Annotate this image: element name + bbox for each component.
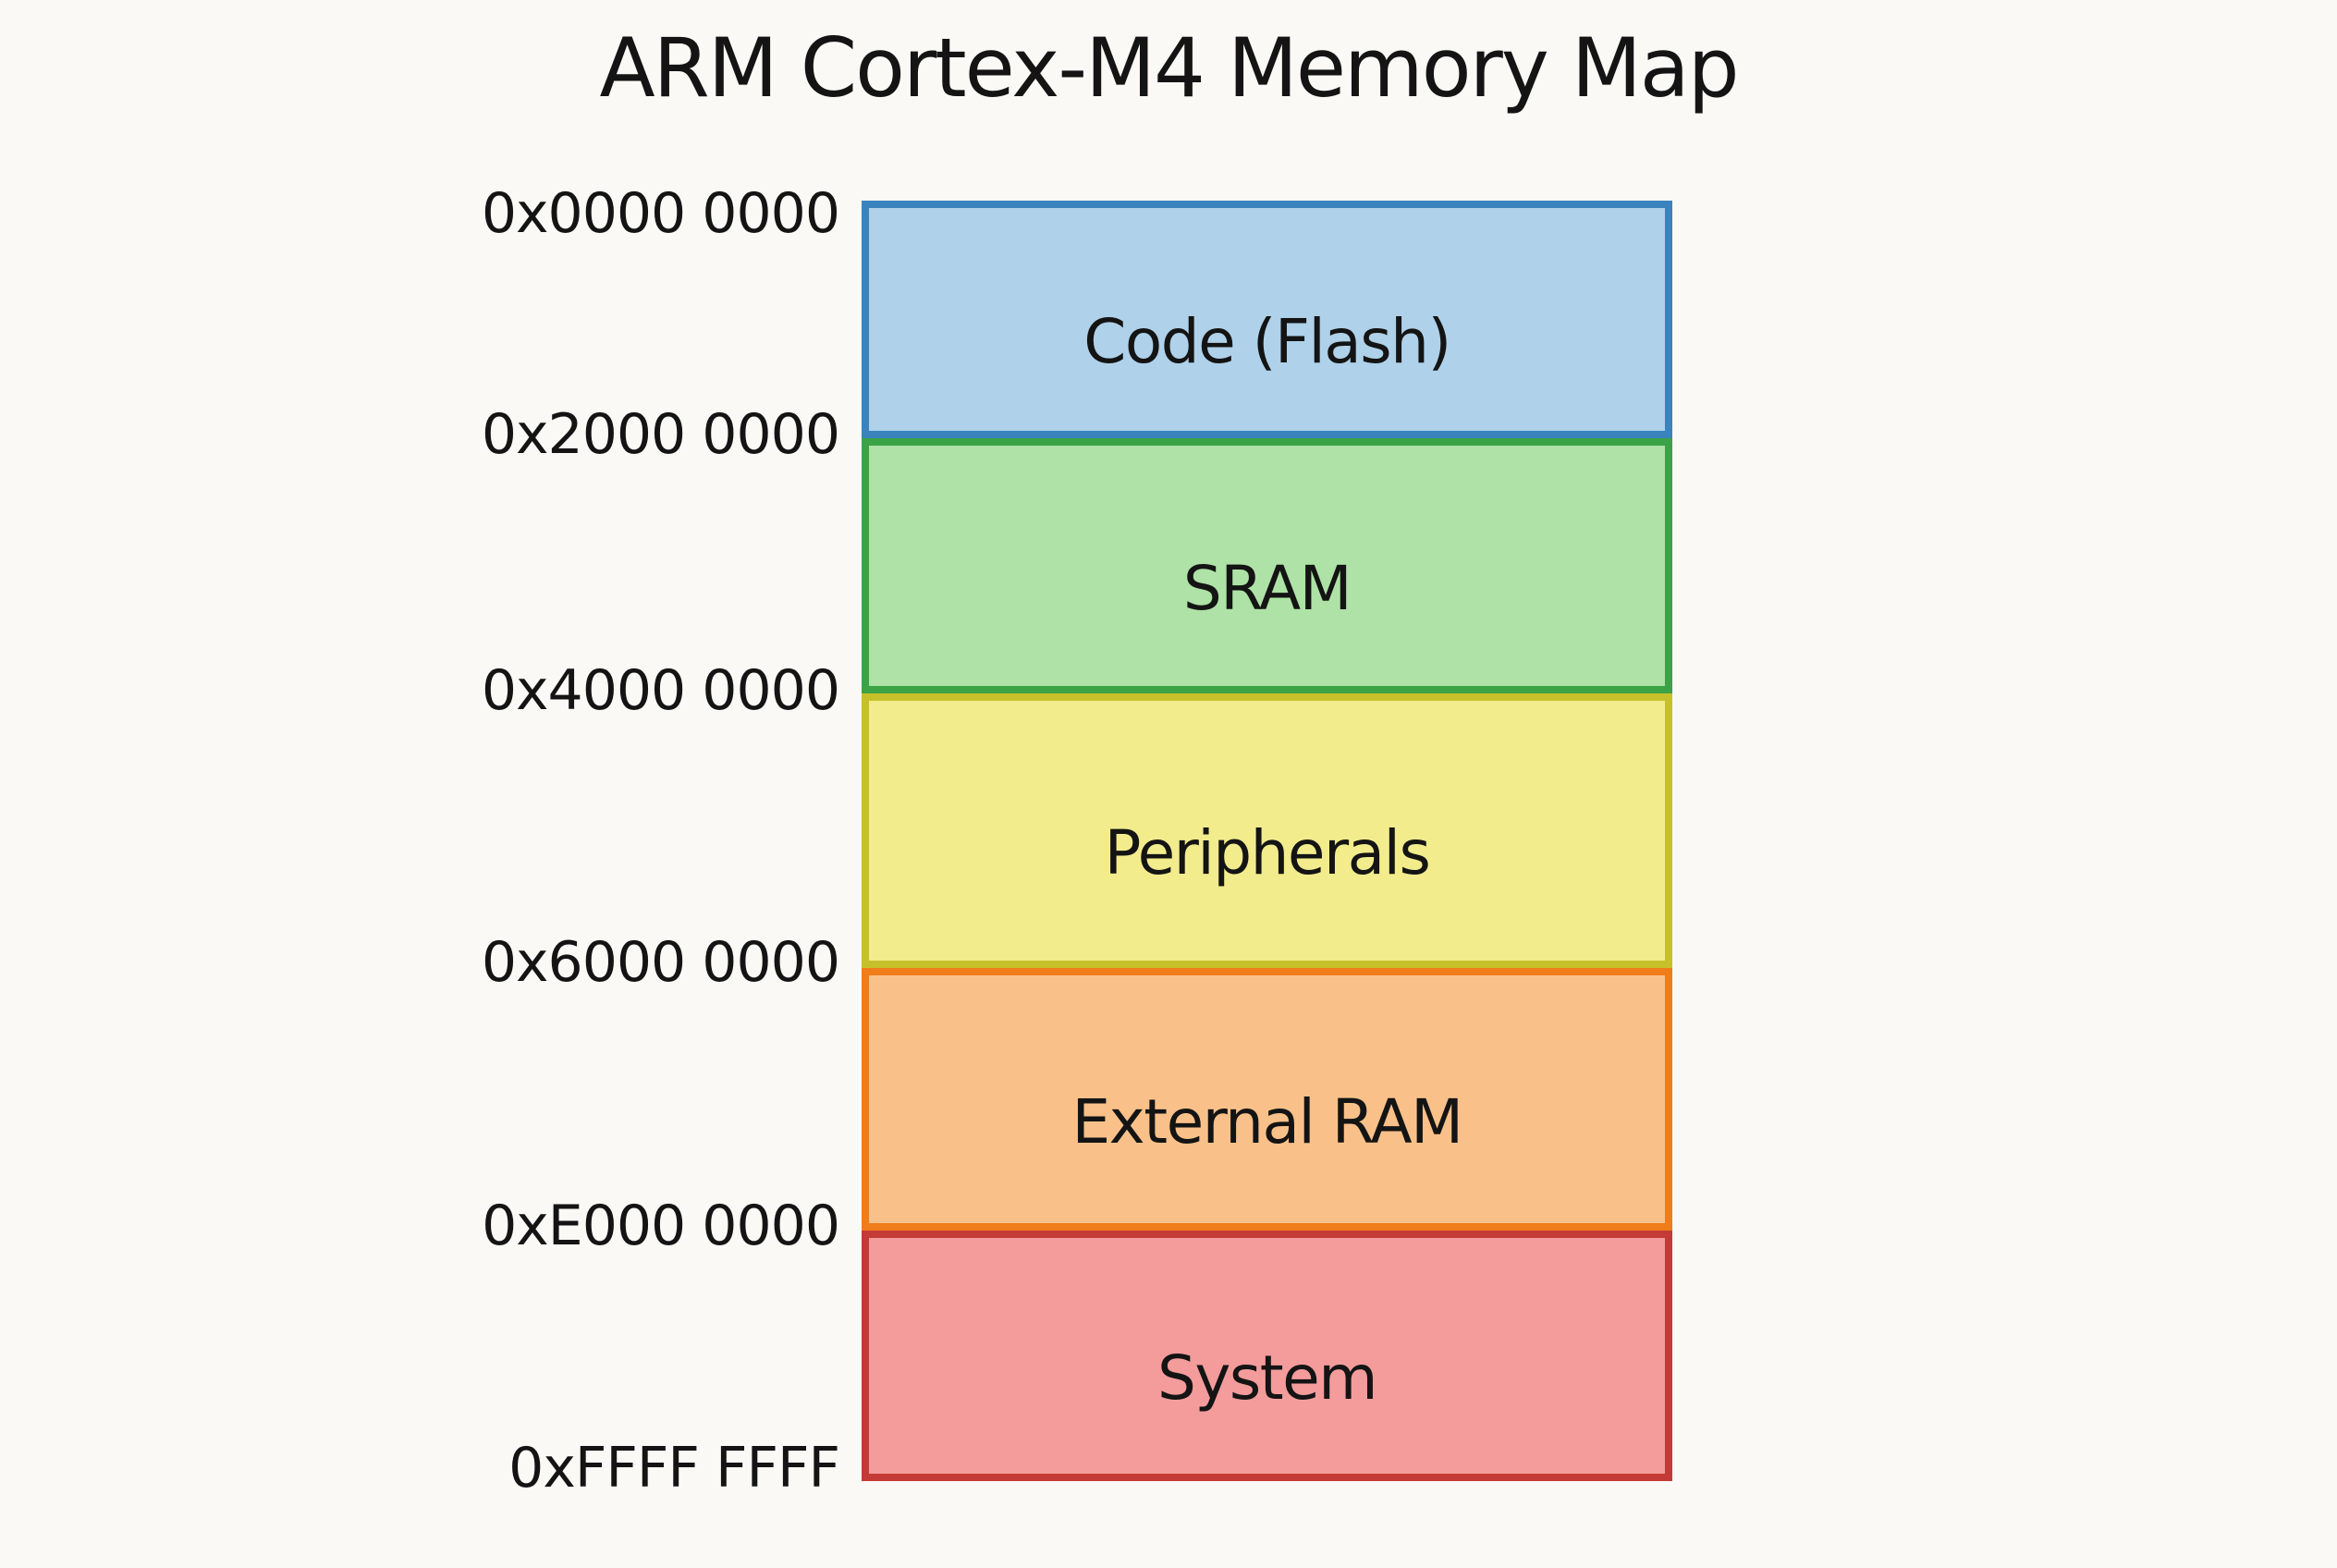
address-label: 0x0000 0000	[481, 181, 840, 246]
memory-region-label: System	[1156, 1342, 1378, 1414]
address-label: 0xE000 0000	[482, 1194, 840, 1258]
memory-region-label: Peripherals	[1104, 817, 1431, 888]
memory-region-peripherals: Peripherals	[862, 693, 1672, 968]
memory-region-code-flash: Code (Flash)	[862, 201, 1672, 438]
memory-region-label: SRAM	[1182, 552, 1352, 624]
memory-region-system: System	[862, 1231, 1672, 1481]
address-label: 0x4000 0000	[481, 658, 840, 723]
address-label: 0xFFFF FFFF	[508, 1436, 840, 1501]
memory-region-external-ram: External RAM	[862, 968, 1672, 1231]
memory-region-label: Code (Flash)	[1083, 306, 1451, 377]
diagram-title: ARM Cortex-M4 Memory Map	[599, 20, 1739, 116]
address-label: 0x2000 0000	[481, 402, 840, 467]
memory-region-sram: SRAM	[862, 438, 1672, 693]
address-label: 0x6000 0000	[481, 930, 840, 995]
memory-region-label: External RAM	[1071, 1085, 1463, 1158]
